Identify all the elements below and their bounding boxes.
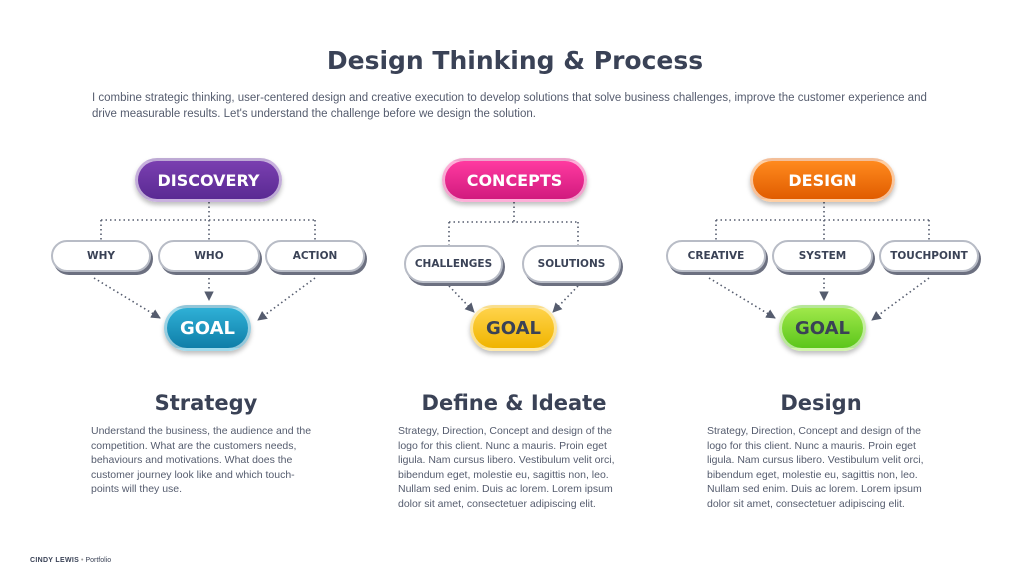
section-title-design: Design <box>780 391 862 415</box>
section-body-define-ideate: Strategy, Direction, Concept and design … <box>398 425 615 510</box>
footer-brand: CINDY LEWIS <box>30 557 80 564</box>
page-title: Design Thinking & Process <box>326 46 704 75</box>
goal-pill-ideate: GOAL <box>470 305 557 351</box>
connector-arrow <box>448 285 475 313</box>
concepts-pill: CONCEPTS <box>442 158 587 202</box>
sub-pill-challenges: CHALLENGES <box>404 245 503 283</box>
intro-text: I combine strategic thinking, user-cente… <box>92 92 927 120</box>
sub-pill-system: SYSTEM <box>772 240 873 272</box>
connector-arrow <box>708 277 776 319</box>
sub-pill-solutions: SOLUTIONS <box>522 245 621 283</box>
sub-pill-why: WHY <box>51 240 151 272</box>
section-body-strategy: Understand the business, the audience an… <box>91 425 312 496</box>
design-pill: DESIGN <box>750 158 895 202</box>
footer-label: Portfolio <box>85 557 112 564</box>
connector-arrow <box>257 277 316 321</box>
section-title-strategy: Strategy <box>154 391 258 415</box>
connector-arrow <box>552 285 579 313</box>
goal-pill-strategy: GOAL <box>164 305 251 351</box>
connector-arrow <box>93 277 161 319</box>
sub-pill-creative: CREATIVE <box>666 240 766 272</box>
sub-pill-touchpoint: TOUCHPOINT <box>879 240 979 272</box>
sub-pill-who: WHO <box>158 240 260 272</box>
footer-separator: • <box>81 557 84 564</box>
sub-pill-action: ACTION <box>265 240 365 272</box>
discovery-pill: DISCOVERY <box>135 158 282 202</box>
goal-pill-design: GOAL <box>779 305 866 351</box>
footer: CINDY LEWIS • Portfolio <box>30 557 111 564</box>
section-title-define-ideate: Define & Ideate <box>421 391 607 415</box>
section-body-design: Strategy, Direction, Concept and design … <box>707 425 924 510</box>
connector-arrow <box>871 277 930 321</box>
